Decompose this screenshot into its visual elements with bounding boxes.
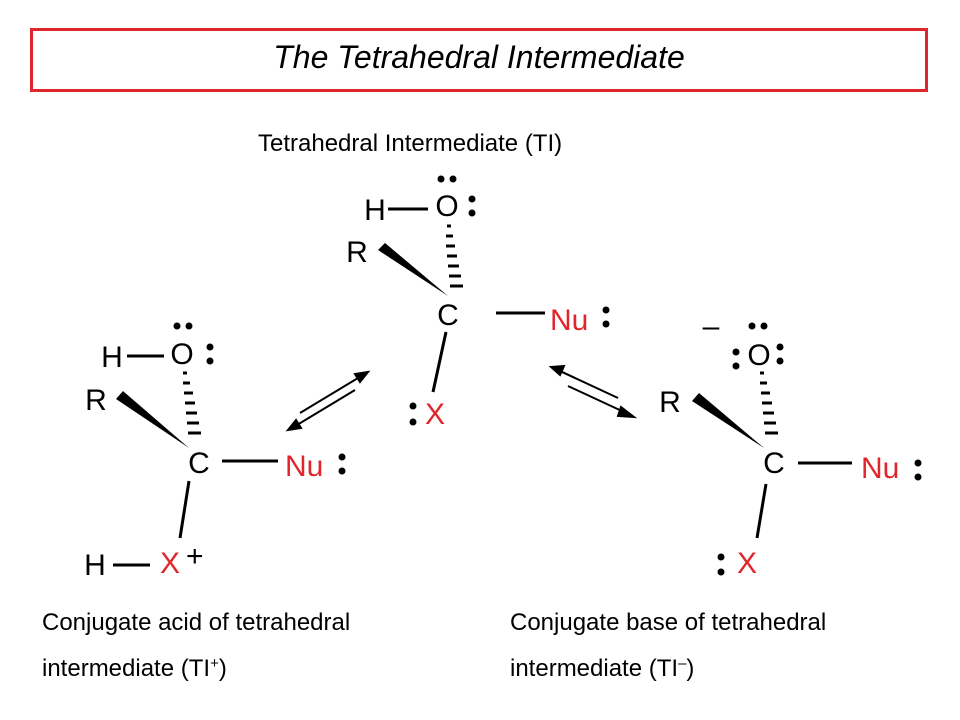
right-oxygen-lone-pairs [732,322,784,370]
center-x-lone-pair [409,402,417,426]
left-oxygen: O [170,338,193,371]
center-wedge-bond [378,243,448,296]
right-carbon: C [763,447,785,480]
center-oxygen-lone-pairs [437,175,476,217]
right-molecule: C O R Nu X – [659,310,922,580]
left-nu-lone-pair [338,453,346,475]
left-hash-bond [183,371,201,435]
left-r-group: R [85,384,107,417]
left-c-x-bond [178,480,191,539]
right-nucleophile: Nu [861,452,899,485]
left-oxygen-lone-pairs [173,322,214,365]
right-caption-line1: Conjugate base of tetrahedral [510,609,827,636]
left-x-hydrogen: H [84,549,106,582]
left-equilibrium-arrows [285,370,371,432]
right-c-x-bond [755,483,768,539]
left-caption-superscript: + [210,654,219,672]
left-hydrogen: H [101,341,123,374]
left-carbon: C [188,447,210,480]
left-wedge-bond [116,391,189,448]
right-caption-superscript: – [678,654,687,672]
center-r-group: R [346,236,368,269]
center-nucleophile: Nu [550,304,588,337]
center-molecule: C O H R Nu X [346,175,610,431]
right-minus-charge: – [703,310,720,343]
title-box: The Tetrahedral Intermediate [30,28,928,92]
right-wedge-bond [692,393,764,448]
right-hash-bond [760,371,778,435]
right-x-lone-pair [717,553,725,576]
right-nu-lone-pair [914,459,922,481]
left-leaving-group: X [160,547,180,580]
left-plus-charge: + [186,540,204,573]
center-hydrogen: H [364,194,386,227]
center-c-x-bond [431,331,448,393]
right-caption: Conjugate base of tetrahedral intermedia… [510,600,826,692]
right-equilibrium-arrows [548,364,638,419]
right-leaving-group: X [737,547,757,580]
center-hash-bond [446,224,463,288]
left-caption-line1: Conjugate acid of tetrahedral [42,609,351,636]
left-molecule: C O H R Nu X + H [84,322,346,582]
page-title: The Tetrahedral Intermediate [273,39,685,75]
right-oxygen: O [747,339,770,372]
right-r-group: R [659,386,681,419]
center-nu-lone-pair [602,306,610,328]
left-caption: Conjugate acid of tetrahedral intermedia… [42,600,350,692]
left-caption-line2: intermediate (TI+) [42,654,227,682]
tetrahedral-intermediate-label: Tetrahedral Intermediate (TI) [258,130,563,157]
center-carbon: C [437,299,459,332]
right-caption-line2: intermediate (TI–) [510,654,695,682]
center-oxygen: O [435,190,458,223]
center-leaving-group: X [425,398,445,431]
left-nucleophile: Nu [285,450,323,483]
